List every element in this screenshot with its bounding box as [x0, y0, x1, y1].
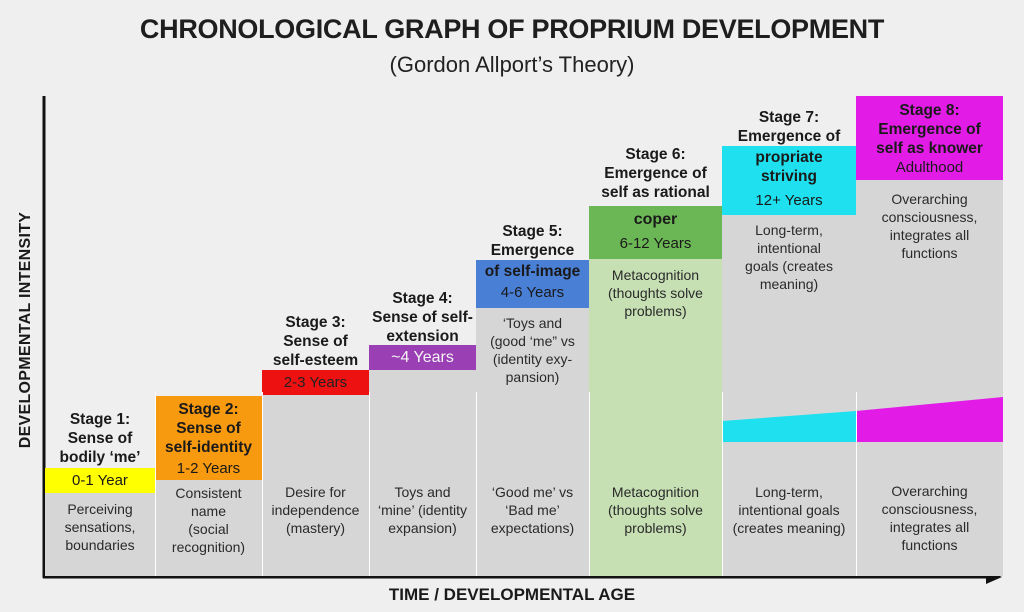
stage-1-fill [45, 492, 155, 576]
column-separator [856, 392, 857, 576]
column-separator [155, 392, 156, 576]
stage-7-fill [722, 215, 856, 576]
stage-2-band: Stage 2: Sense of self-identity 1-2 Year… [155, 396, 262, 480]
stage-6-band: coper 6-12 Years [589, 206, 722, 259]
column-separator [369, 392, 370, 576]
x-axis-label: TIME / DEVELOPMENTAL AGE [388, 585, 636, 604]
stage-5-fill [476, 308, 589, 576]
stage-5-description: ‘Good me’ vs‘Bad me’expectations) [490, 484, 575, 536]
stage-2-fill [155, 480, 262, 576]
column-separator [476, 392, 477, 576]
stage-2-column: Stage 2: Sense of self-identity 1-2 Year… [155, 396, 262, 576]
column-separator [589, 392, 590, 576]
stage-7-band: propriate striving 12+ Years [722, 146, 856, 215]
stage-1-age-band: 0-1 Year [45, 468, 155, 493]
stage-7-heading: Stage 7:Emergence of [737, 109, 841, 145]
column-separator [722, 392, 723, 576]
chart-subtitle: (Gordon Allport’s Theory) [389, 52, 635, 77]
column-separator [262, 392, 263, 576]
stage-7-wedge [722, 411, 856, 442]
stage-6-fill [589, 259, 722, 576]
stage-7-column: Stage 7:Emergence of propriate striving … [722, 106, 856, 576]
stage-4-age-band: ~4 Years [369, 345, 476, 370]
chart-title: CHRONOLOGICAL GRAPH OF PROPRIUM DEVELOPM… [139, 14, 885, 44]
stage-3-fill [262, 395, 369, 576]
stage-4-heading: Stage 4:Sense of self-extension [372, 290, 473, 345]
stage-8-column: Stage 8: Emergence of self as knower Adu… [856, 96, 1003, 576]
stage-5-upper-description: ‘Toys and(good ‘me” vs(identity exy-pans… [490, 315, 575, 385]
stage-3-age-band: 2-3 Years [262, 370, 369, 395]
stage-8-band: Stage 8: Emergence of self as knower Adu… [856, 96, 1003, 180]
stage-7-description: Long-term,intentional goals(creates mean… [732, 484, 846, 536]
stage-4-fill [369, 370, 476, 576]
stage-4-column: Stage 4:Sense of self-extension ~4 Years… [369, 288, 476, 576]
stage-5-column: Stage 5:Emergence of self-image 4-6 Year… [476, 220, 589, 576]
stage-5-heading: Stage 5:Emergence [490, 223, 575, 259]
stage-5-band: of self-image 4-6 Years [476, 260, 589, 308]
stage-8-fill [856, 180, 1003, 576]
stage-8-wedge [856, 397, 1003, 442]
